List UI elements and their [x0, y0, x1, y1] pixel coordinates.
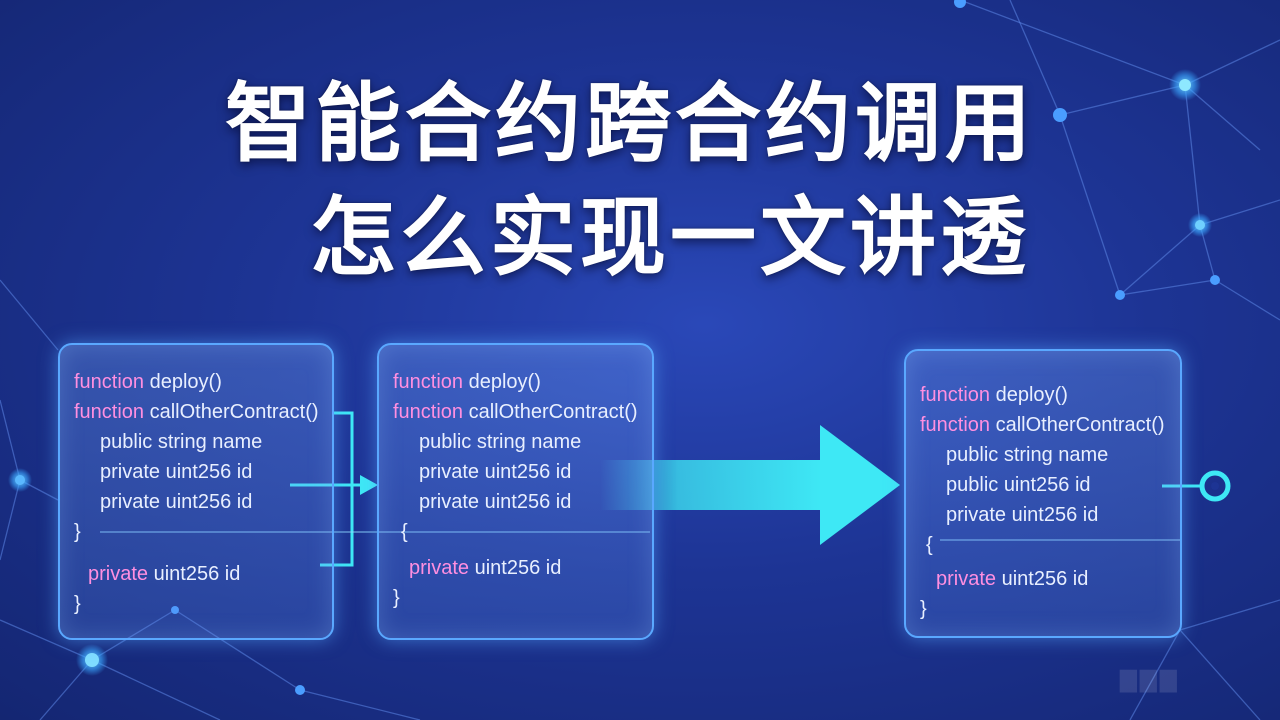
- code-text: private uint256 id: [100, 491, 253, 513]
- code-text: public string name: [946, 444, 1109, 466]
- code-text: callOtherContract(): [463, 401, 638, 423]
- code-text: callOtherContract(): [144, 401, 319, 423]
- code-keyword: function: [920, 384, 991, 406]
- code-line: function callOtherContract(): [920, 413, 1165, 437]
- code-line: public string name: [419, 430, 581, 454]
- code-keyword: function: [74, 401, 145, 423]
- code-keyword: private: [88, 563, 149, 585]
- code-text: {: [926, 534, 933, 556]
- code-text: private uint256 id: [100, 461, 253, 483]
- code-line: private uint256 id: [100, 490, 252, 514]
- code-text: public uint256 id: [946, 474, 1091, 496]
- code-line: function deploy(): [920, 383, 1068, 407]
- code-line: }: [74, 592, 81, 616]
- code-keyword: private: [409, 557, 470, 579]
- code-text: uint256 id: [148, 563, 241, 585]
- code-line: private uint256 id: [936, 567, 1088, 591]
- code-text: deploy(): [990, 384, 1068, 406]
- code-text: deploy(): [463, 371, 541, 393]
- watermark: ▇▇▇: [1120, 668, 1180, 693]
- code-keyword: function: [74, 371, 145, 393]
- code-line: private uint256 id: [409, 556, 561, 580]
- page-title-line-2: 怎么实现一文讲透: [310, 188, 1030, 288]
- code-text: public string name: [419, 431, 582, 453]
- code-keyword: function: [393, 401, 464, 423]
- code-text: private uint256 id: [419, 461, 572, 483]
- code-text: uint256 id: [469, 557, 562, 579]
- code-text: private uint256 id: [419, 491, 572, 513]
- code-text: deploy(): [144, 371, 222, 393]
- code-text: {: [401, 521, 408, 543]
- code-keyword: function: [393, 371, 464, 393]
- code-line: }: [74, 520, 81, 544]
- code-line: function callOtherContract(): [74, 400, 319, 424]
- code-line: function callOtherContract(): [393, 400, 638, 424]
- code-line: public string name: [946, 443, 1108, 467]
- code-text: }: [74, 593, 81, 615]
- code-line: private uint256 id: [100, 460, 252, 484]
- code-text: public string name: [100, 431, 263, 453]
- code-text: uint256 id: [996, 568, 1089, 590]
- code-line: private uint256 id: [88, 562, 240, 586]
- code-text: }: [74, 521, 81, 543]
- code-text: callOtherContract(): [990, 414, 1165, 436]
- code-panel-1: [58, 343, 334, 640]
- code-text: }: [393, 587, 400, 609]
- code-line: private uint256 id: [946, 503, 1098, 527]
- page-title-line-1: 智能合约跨合约调用: [225, 74, 1035, 174]
- code-panel-3: [904, 349, 1182, 638]
- code-panel-2: [377, 343, 654, 640]
- code-line: {: [401, 520, 408, 544]
- code-line: function deploy(): [74, 370, 222, 394]
- code-line: public string name: [100, 430, 262, 454]
- code-line: public uint256 id: [946, 473, 1091, 497]
- code-line: private uint256 id: [419, 460, 571, 484]
- code-line: }: [393, 586, 400, 610]
- code-line: }: [920, 597, 927, 621]
- code-text: }: [920, 598, 927, 620]
- code-line: private uint256 id: [419, 490, 571, 514]
- code-text: private uint256 id: [946, 504, 1099, 526]
- code-keyword: function: [920, 414, 991, 436]
- code-line: function deploy(): [393, 370, 541, 394]
- code-line: {: [926, 533, 933, 557]
- code-keyword: private: [936, 568, 997, 590]
